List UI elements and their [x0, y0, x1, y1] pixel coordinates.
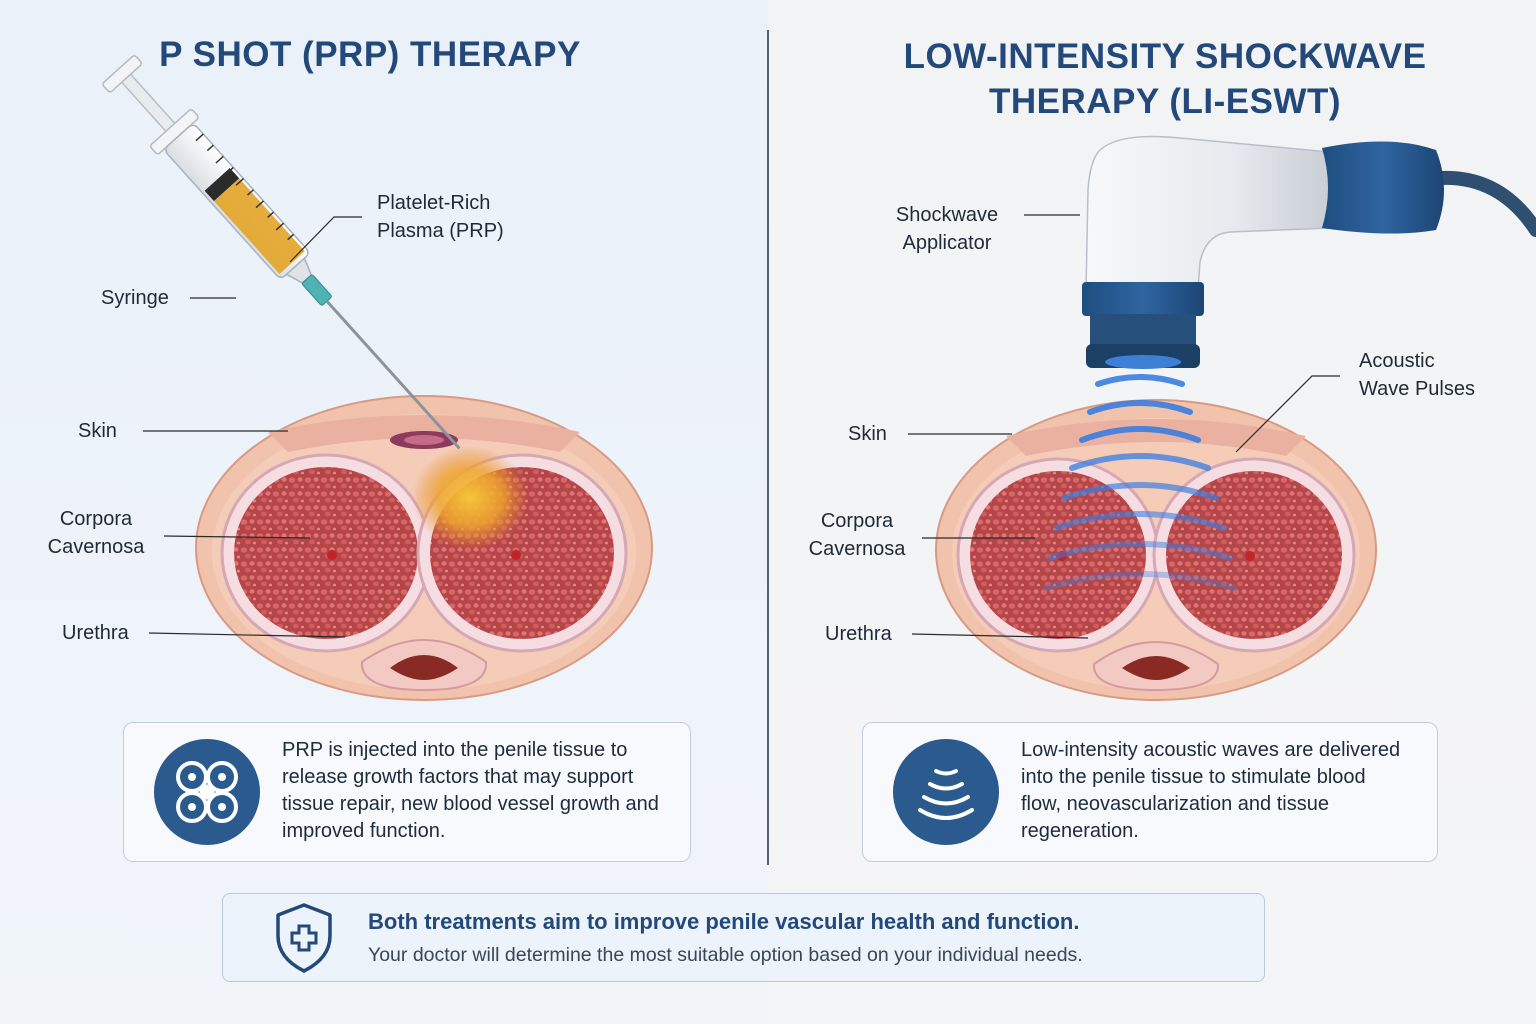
label-acoustic-line1: Acoustic — [1359, 350, 1435, 372]
label-corpora-right-line1: Corpora — [820, 510, 894, 532]
summary-subtext: Your doctor will determine the most suit… — [368, 944, 1083, 966]
illustration-layer — [102, 55, 1536, 701]
label-acoustic-line2: Wave Pulses — [1359, 378, 1475, 400]
label-urethra-left: Urethra — [62, 622, 129, 644]
shockwave-applicator-illustration — [1082, 135, 1536, 369]
label-corpora-right-line2: Cavernosa — [808, 538, 906, 560]
label-applicator-line1: Shockwave — [895, 204, 999, 226]
right-title: LOW-INTENSITY SHOCKWAVE THERAPY (LI-ESWT… — [903, 37, 1427, 121]
label-skin-right: Skin — [848, 423, 887, 445]
left-title: P SHOT (PRP) THERAPY — [159, 35, 581, 74]
label-prp-line1: Platelet-Rich — [377, 192, 491, 214]
label-corpora-left-line2: Cavernosa — [47, 536, 145, 558]
label-skin-left: Skin — [78, 420, 117, 442]
label-applicator-line2: Applicator — [902, 232, 992, 254]
prp-info-box: PRP is injected into the penile tissue t… — [123, 722, 691, 862]
summary-note: Both treatments aim to improve penile va… — [222, 893, 1265, 982]
sound-wave-icon — [893, 739, 999, 845]
panel-divider — [767, 30, 769, 865]
label-corpora-right: Corpora Cavernosa — [805, 507, 909, 563]
label-prp: Platelet-Rich Plasma (PRP) — [377, 189, 504, 245]
label-urethra-right: Urethra — [825, 623, 892, 645]
shockwave-description: Low-intensity acoustic waves are deliver… — [1021, 739, 1401, 842]
penile-cross-section-right — [935, 399, 1377, 701]
syringe-illustration — [102, 55, 461, 450]
label-applicator: Shockwave Applicator — [890, 201, 1004, 257]
platelet-cells-icon — [154, 739, 260, 845]
label-corpora-left-line1: Corpora — [59, 508, 133, 530]
penile-cross-section-left — [195, 395, 653, 701]
left-leader-lines — [143, 216, 362, 638]
acoustic-wave-arcs — [1043, 374, 1237, 591]
shockwave-info-box: Low-intensity acoustic waves are deliver… — [862, 722, 1438, 862]
summary-heading: Both treatments aim to improve penile va… — [368, 909, 1080, 934]
label-prp-line2: Plasma (PRP) — [377, 220, 504, 242]
prp-description: PRP is injected into the penile tissue t… — [282, 739, 659, 842]
label-syringe: Syringe — [101, 287, 169, 309]
right-leader-lines — [908, 214, 1340, 639]
medical-shield-icon — [276, 903, 332, 973]
label-acoustic: Acoustic Wave Pulses — [1359, 347, 1475, 403]
label-corpora-left: Corpora Cavernosa — [44, 505, 148, 561]
